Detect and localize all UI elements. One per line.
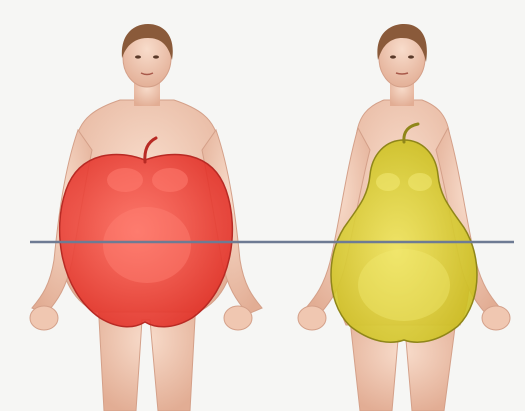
apple-belly (103, 207, 191, 283)
pear-right-hand (482, 306, 510, 330)
apple-right-eye (153, 55, 159, 58)
apple-chest-right (152, 168, 188, 192)
apple-chest-left (107, 168, 143, 192)
pear-left-hand (298, 306, 326, 330)
pear-hips (358, 249, 450, 321)
pear-right-eye (408, 55, 414, 58)
apple-right-hand (224, 306, 252, 330)
pear-left-eye (390, 55, 396, 58)
pear-chest-left (376, 173, 400, 191)
apple-left-hand (30, 306, 58, 330)
apple-left-eye (135, 55, 141, 58)
pear-chest-right (408, 173, 432, 191)
